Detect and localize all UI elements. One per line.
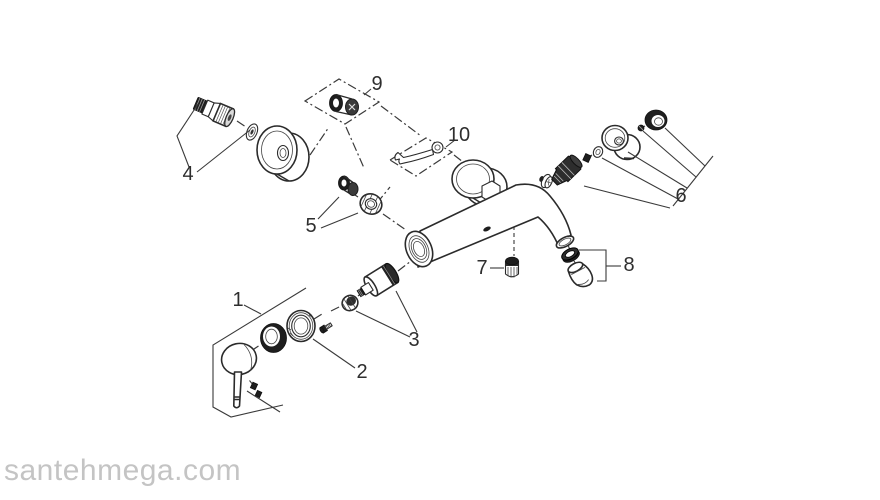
part-label-1: 1 xyxy=(232,289,244,311)
part-5-valve xyxy=(338,175,359,197)
part-3-cartridge xyxy=(356,262,400,298)
part-label-8: 8 xyxy=(623,254,635,276)
part-2-cap-ring xyxy=(286,309,316,343)
panel-part-10 xyxy=(388,137,454,177)
part-9-check-valve xyxy=(329,93,359,116)
part-1-lever-handle xyxy=(220,342,263,409)
part-6-diverter-set xyxy=(539,109,668,189)
part-label-10: 10 xyxy=(447,124,471,146)
part-1-base-ring xyxy=(260,323,287,353)
spout-tip xyxy=(555,235,575,249)
site-watermark: santehmega.com xyxy=(4,454,242,487)
diverter-cap xyxy=(644,109,668,131)
part-label-2: 2 xyxy=(356,361,368,383)
part-4-escutcheon xyxy=(256,125,310,182)
part-label-5: 5 xyxy=(305,215,317,237)
part-3-nut xyxy=(341,294,359,312)
part-label-4: 4 xyxy=(182,163,194,185)
part-4-seal-washer xyxy=(245,123,259,141)
part-label-7: 7 xyxy=(476,257,488,279)
diverter-knob xyxy=(551,154,583,186)
panel-part-9 xyxy=(303,78,381,125)
part-5-union-nut xyxy=(359,193,383,215)
part-label-9: 9 xyxy=(371,73,383,95)
part-3-screw xyxy=(319,322,333,334)
part-label-6: 6 xyxy=(675,185,687,207)
part-10-wrench xyxy=(394,141,444,165)
part-label-3: 3 xyxy=(408,329,420,351)
diverter-screw xyxy=(637,124,645,132)
faucet-body xyxy=(404,159,575,268)
part-8-aerator xyxy=(561,247,594,288)
diverter-escutcheon xyxy=(601,124,641,161)
leader-lines xyxy=(176,88,714,418)
part-7-screw-plug xyxy=(504,256,520,278)
part-4-s-union xyxy=(192,97,236,128)
